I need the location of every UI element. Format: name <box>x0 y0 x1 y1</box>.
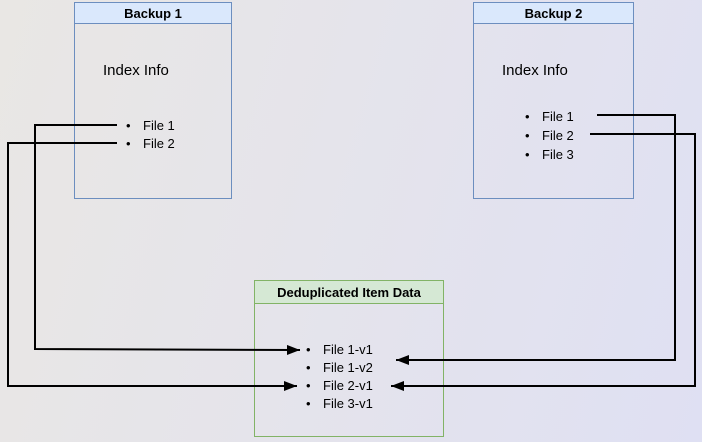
deduplicated-item-data-box: Deduplicated Item Data File 1-v1 File 1-… <box>254 280 444 437</box>
backup2-subtitle: Index Info <box>502 62 568 79</box>
backup1-box: Backup 1 Index Info File 1 File 2 <box>74 2 232 199</box>
backup2-file-item-1: File 1 <box>522 107 574 126</box>
dedup-item-4: File 3-v1 <box>303 395 373 413</box>
backup1-title: Backup 1 <box>124 5 182 21</box>
backup2-title: Backup 2 <box>524 5 583 21</box>
backup1-file-item-1: File 1 <box>123 117 175 135</box>
backup2-file-list: File 1 File 2 File 3 <box>522 107 574 164</box>
dedup-header: Deduplicated Item Data <box>255 281 443 304</box>
backup1-file-list: File 1 File 2 <box>123 117 175 153</box>
backup2-header: Backup 2 <box>474 3 633 24</box>
backup2-file-item-2: File 2 <box>522 126 574 145</box>
backup2-box: Backup 2 Index Info File 1 File 2 File 3 <box>473 2 634 199</box>
dedup-item-list: File 1-v1 File 1-v2 File 2-v1 File 3-v1 <box>303 341 373 413</box>
backup2-file-item-3: File 3 <box>522 145 574 164</box>
backup1-file-item-2: File 2 <box>123 135 175 153</box>
dedup-title: Deduplicated Item Data <box>277 284 421 300</box>
backup1-header: Backup 1 <box>75 3 231 24</box>
backup1-subtitle: Index Info <box>103 62 169 79</box>
dedup-item-3: File 2-v1 <box>303 377 373 395</box>
dedup-item-2: File 1-v2 <box>303 359 373 377</box>
dedup-item-1: File 1-v1 <box>303 341 373 359</box>
